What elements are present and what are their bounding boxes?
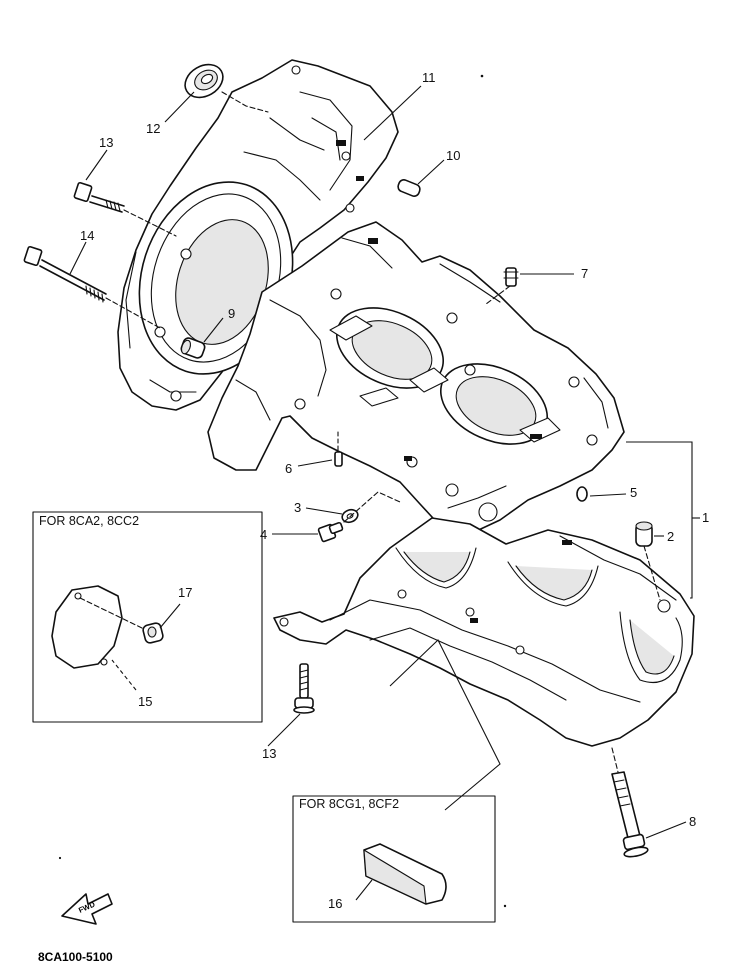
lower-crankcase: [273, 517, 695, 747]
callout-6: 6: [285, 461, 292, 476]
callout-7: 7: [581, 266, 588, 281]
inset-box-8cg1-8cf2: FOR 8CG1, 8CF2: [292, 795, 496, 923]
callout-17: 17: [178, 585, 192, 600]
callout-4: 4: [260, 527, 267, 542]
bolt-14: [23, 245, 161, 329]
inset-box-8ca2-8cc2: FOR 8CA2, 8CC2: [32, 511, 263, 723]
crankcase-cover-11: [117, 59, 399, 411]
bolt-13-lower: [293, 663, 315, 714]
plug-4: [317, 491, 401, 543]
bolt-8: [611, 747, 649, 858]
cover-15-shape: [51, 585, 123, 669]
callout-16: 16: [328, 896, 342, 911]
callout-13-lower: 13: [262, 746, 276, 761]
forward-arrow-icon: FWD: [61, 893, 113, 925]
pin-10: [397, 179, 421, 197]
callout-3: 3: [294, 500, 301, 515]
callout-8: 8: [689, 814, 696, 829]
pin-6: [334, 429, 343, 467]
callout-1: 1: [702, 510, 709, 525]
callout-12: 12: [146, 121, 160, 136]
callout-13-upper: 13: [99, 135, 113, 150]
dowel-pin-9: [180, 337, 206, 359]
inset-box-2-title: FOR 8CG1, 8CF2: [299, 797, 399, 811]
callout-15: 15: [138, 694, 152, 709]
dowel-pin-2: [635, 521, 661, 601]
callout-5: 5: [630, 485, 637, 500]
oil-seal-12: [184, 63, 269, 113]
inset-box-1-title: FOR 8CA2, 8CC2: [39, 514, 139, 528]
leader-lines: [69, 85, 700, 901]
nipple-7: [485, 267, 519, 305]
callout-11: 11: [422, 70, 436, 85]
callout-labels: 1 2 3 4 5 6 7 8 9 10 11 12 13 13 14 15 1…: [80, 70, 709, 911]
o-ring-5: [576, 486, 588, 502]
bolt-13-upper: [73, 181, 177, 237]
callout-2: 2: [667, 529, 674, 544]
callout-14: 14: [80, 228, 94, 243]
callout-10: 10: [446, 148, 460, 163]
diagram-id-code: 8CA100-5100: [38, 950, 113, 964]
callout-9: 9: [228, 306, 235, 321]
upper-crankcase: [207, 221, 625, 535]
